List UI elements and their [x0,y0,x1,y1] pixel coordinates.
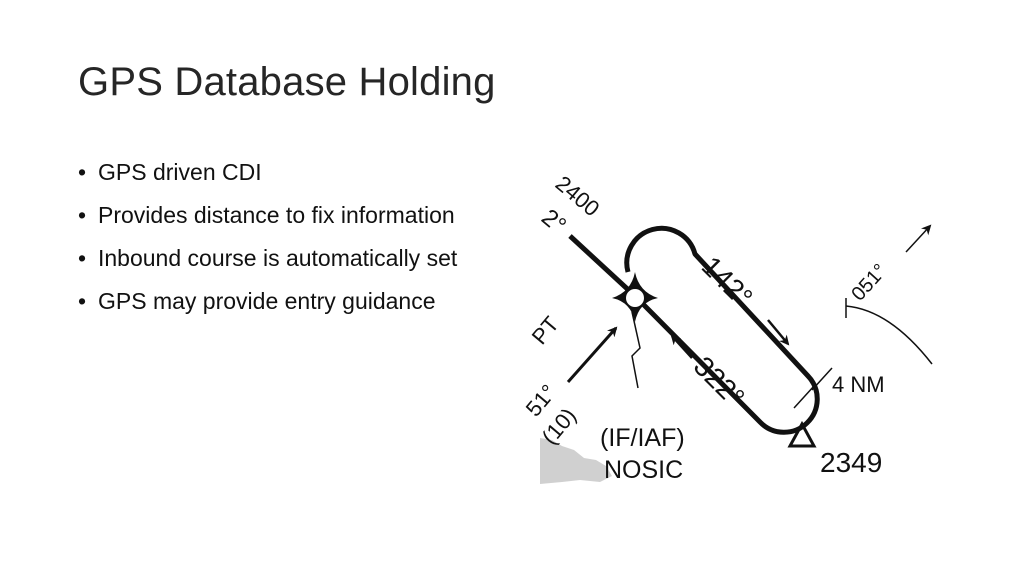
bullet-marker: • [78,245,87,271]
leg-length-tick-lower [793,385,815,409]
terrain-triangle [787,420,817,448]
bullet-item: • GPS may provide entry guidance [78,285,508,317]
bullet-marker: • [78,202,87,228]
bullet-item: • GPS driven CDI [78,156,508,188]
bullet-text: Inbound course is automatically set [98,245,458,271]
holding-pattern-figure: 2400 2° 142° 322° 051° 4 NM PT 51° (10) … [521,160,933,490]
bullet-marker: • [78,159,87,185]
fix-symbol [612,272,658,322]
fix-type-label: (IF/IAF) [600,424,685,452]
left-fragment-pt: PT [527,312,564,350]
leg-length-label: 4 NM [832,372,885,397]
leader-line [631,311,641,389]
dme-arc [845,305,933,365]
outbound-course-label: 142° [696,250,759,313]
bullet-text: Provides distance to fix information [98,202,455,228]
feeder-arrow [566,326,618,383]
bullet-list: • GPS driven CDI • Provides distance to … [78,156,508,328]
course-051-label: 051° [847,260,891,305]
leg-length-tick [811,367,833,391]
elevation-label: 2349 [820,447,882,478]
outbound-arrow [767,319,790,346]
bullet-item: • Inbound course is automatically set [78,242,508,274]
bullet-marker: • [78,288,87,314]
fix-name-label: NOSIC [604,456,683,484]
terrain-shading [540,438,612,484]
course-051-arrow [905,224,932,253]
holding-racetrack [624,225,820,435]
approach-course-line [568,234,637,298]
inbound-arrow [670,334,693,359]
holding-pattern-diagram: 2400 2° 142° 322° 051° 4 NM PT 51° (10) … [521,171,933,484]
course-top-left-label: 2° [536,204,571,239]
bullet-text: GPS driven CDI [98,159,262,185]
slide-title: GPS Database Holding [78,60,496,104]
bullet-text: GPS may provide entry guidance [98,288,436,314]
bullet-item: • Provides distance to fix information [78,199,508,231]
